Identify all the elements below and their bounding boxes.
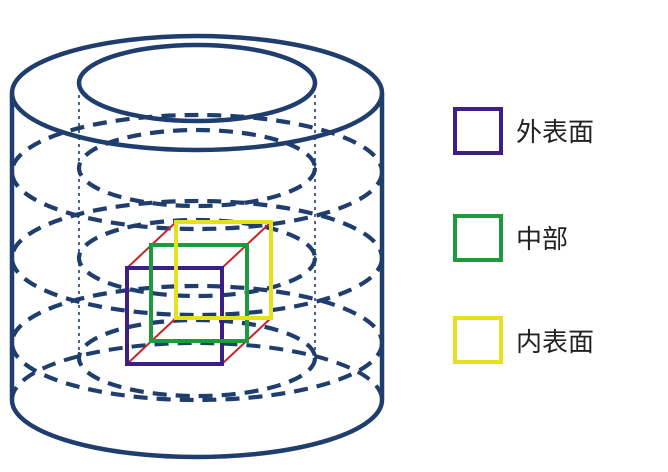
- inner-top-rim: [76, 42, 318, 124]
- legend-label-middle: 中部: [516, 225, 568, 255]
- inner-surface-cube-face: [174, 220, 273, 320]
- legend: 外表面 中部 内表面: [453, 107, 594, 364]
- inner-bore-hidden-lines: [78, 95, 316, 365]
- legend-item-inner-surface: 内表面: [453, 316, 594, 364]
- inner-layer-ring: [76, 317, 318, 399]
- legend-item-middle: 中部: [453, 214, 568, 262]
- outer-layer-ring: [9, 112, 385, 232]
- outer-bottom-back-hidden: [10, 341, 384, 401]
- legend-item-outer-surface: 外表面: [453, 107, 594, 155]
- legend-swatch-middle: [453, 214, 503, 262]
- outer-bottom-rim: [9, 399, 385, 460]
- inner-layer-ring: [76, 127, 318, 209]
- legend-swatch-inner-surface: [453, 316, 503, 364]
- dashed-layer-rings: [9, 112, 385, 403]
- legend-label-inner-surface: 内表面: [516, 328, 594, 358]
- legend-swatch-outer-surface: [453, 107, 503, 155]
- outer-layer-ring: [9, 198, 385, 318]
- legend-label-outer-surface: 外表面: [516, 118, 594, 148]
- middle-cube-face: [149, 243, 249, 343]
- outer-layer-ring: [9, 283, 385, 403]
